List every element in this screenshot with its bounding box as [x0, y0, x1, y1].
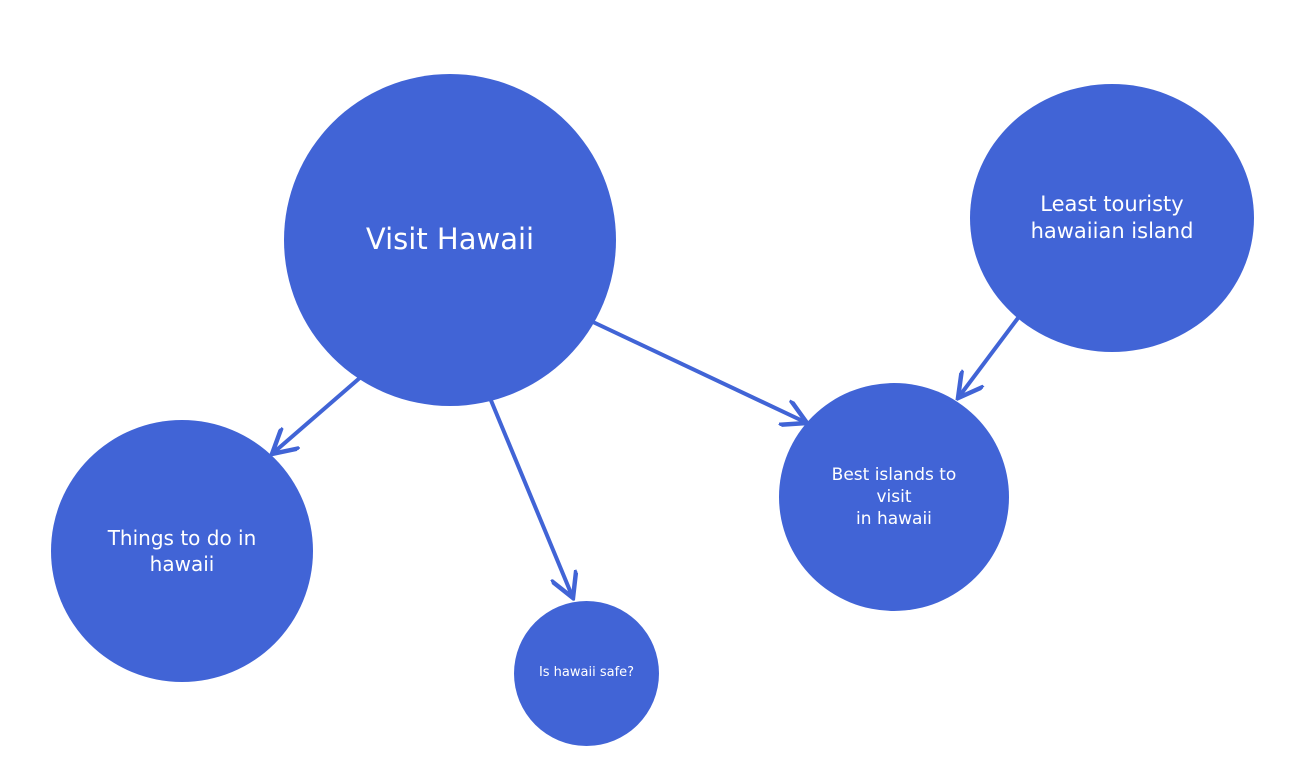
node-best-islands[interactable]: Best islands to visit in hawaii	[779, 383, 1009, 611]
node-label-best-islands: Best islands to visit in hawaii	[831, 464, 957, 530]
node-is-hawaii-safe[interactable]: Is hawaii safe?	[514, 601, 659, 746]
node-visit-hawaii[interactable]: Visit Hawaii	[284, 74, 616, 406]
arrow-least-touristy-to-best-islands	[958, 316, 1020, 398]
node-label-least-touristy: Least touristy hawaiian island	[1030, 191, 1194, 243]
node-label-things-to-do: Things to do in hawaii	[107, 526, 257, 576]
arrow-visit-to-things	[272, 374, 364, 454]
node-label-visit-hawaii: Visit Hawaii	[365, 222, 535, 257]
node-label-is-safe: Is hawaii safe?	[538, 665, 635, 681]
node-things-to-do[interactable]: Things to do in hawaii	[51, 420, 313, 682]
arrow-visit-to-safe	[488, 397, 573, 598]
arrow-visit-to-best-islands	[592, 320, 807, 423]
node-least-touristy-island[interactable]: Least touristy hawaiian island	[970, 84, 1254, 352]
